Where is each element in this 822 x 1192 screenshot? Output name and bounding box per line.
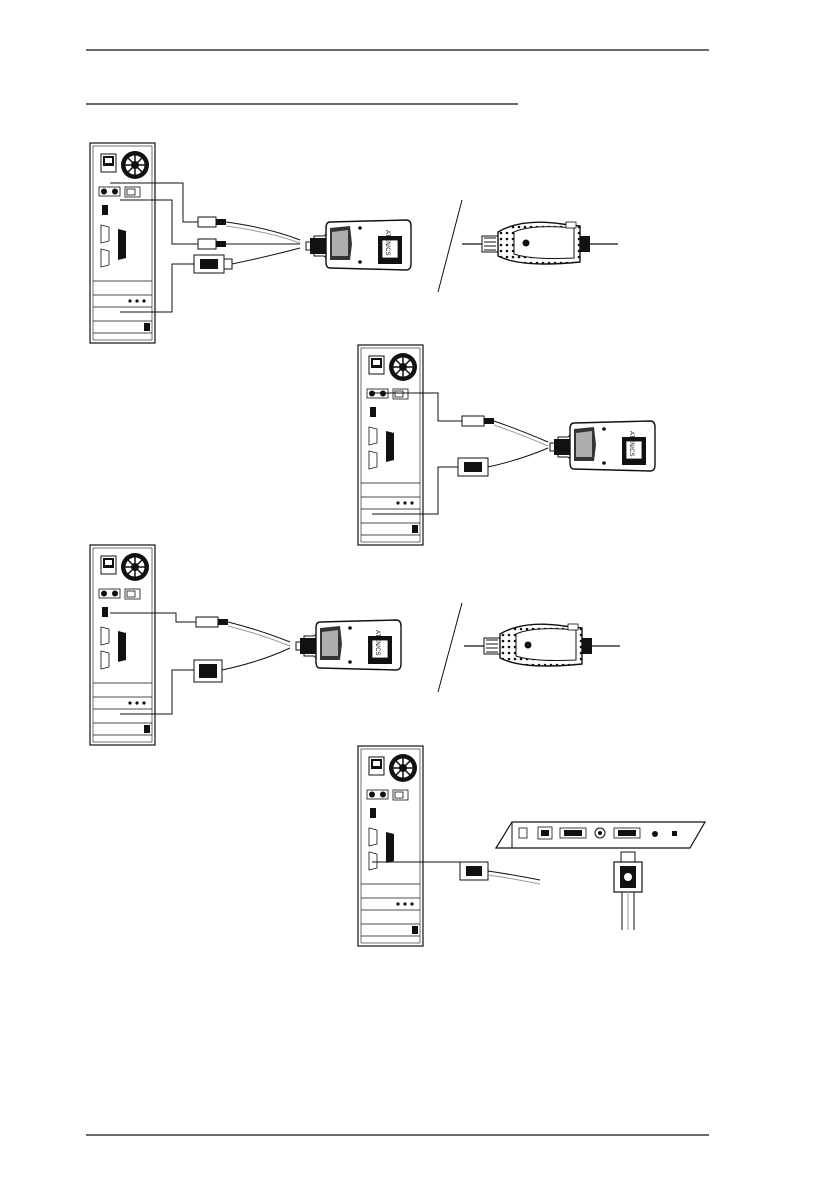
- computer-tower-4: [358, 746, 423, 946]
- adapter-top-view-2: [550, 421, 655, 471]
- computer-tower-1: [90, 143, 155, 343]
- adapter-side-view-2: [464, 624, 620, 666]
- computer-tower-2: [358, 345, 423, 545]
- figure-usb-dvi: ATEN/CS: [90, 545, 620, 745]
- computer-tower-3: [90, 545, 155, 745]
- ps2-keyboard-plug: [198, 217, 226, 227]
- adapter-top-view-1: [306, 220, 411, 270]
- vga-plug-2: [458, 458, 488, 476]
- view-divider-2: [438, 603, 462, 692]
- figure-vga-kvm: [358, 746, 705, 946]
- adapter-side-view-1: [462, 222, 618, 264]
- kvm-rear-panel: [496, 822, 705, 848]
- adapter-brand-label-3: ATEN/CS: [374, 630, 380, 656]
- vga-plug-4: [460, 862, 488, 880]
- dvi-plug: [194, 660, 222, 682]
- adapter-top-view-3: [296, 620, 401, 670]
- ps2-mouse-plug: [198, 239, 226, 249]
- vga-plug: [194, 255, 232, 273]
- adapter-brand-label: ATEN/CS: [384, 230, 390, 256]
- figure-ps2-vga: ATEN/CS: [90, 143, 618, 343]
- usb-plug-3: [196, 617, 228, 627]
- view-divider-1: [438, 200, 462, 292]
- figure-usb-vga: ATEN/CS: [358, 345, 655, 545]
- vga-plug-kvm: [614, 852, 642, 930]
- usb-plug: [462, 416, 494, 426]
- adapter-brand-label-2: ATEN/CS: [628, 431, 634, 457]
